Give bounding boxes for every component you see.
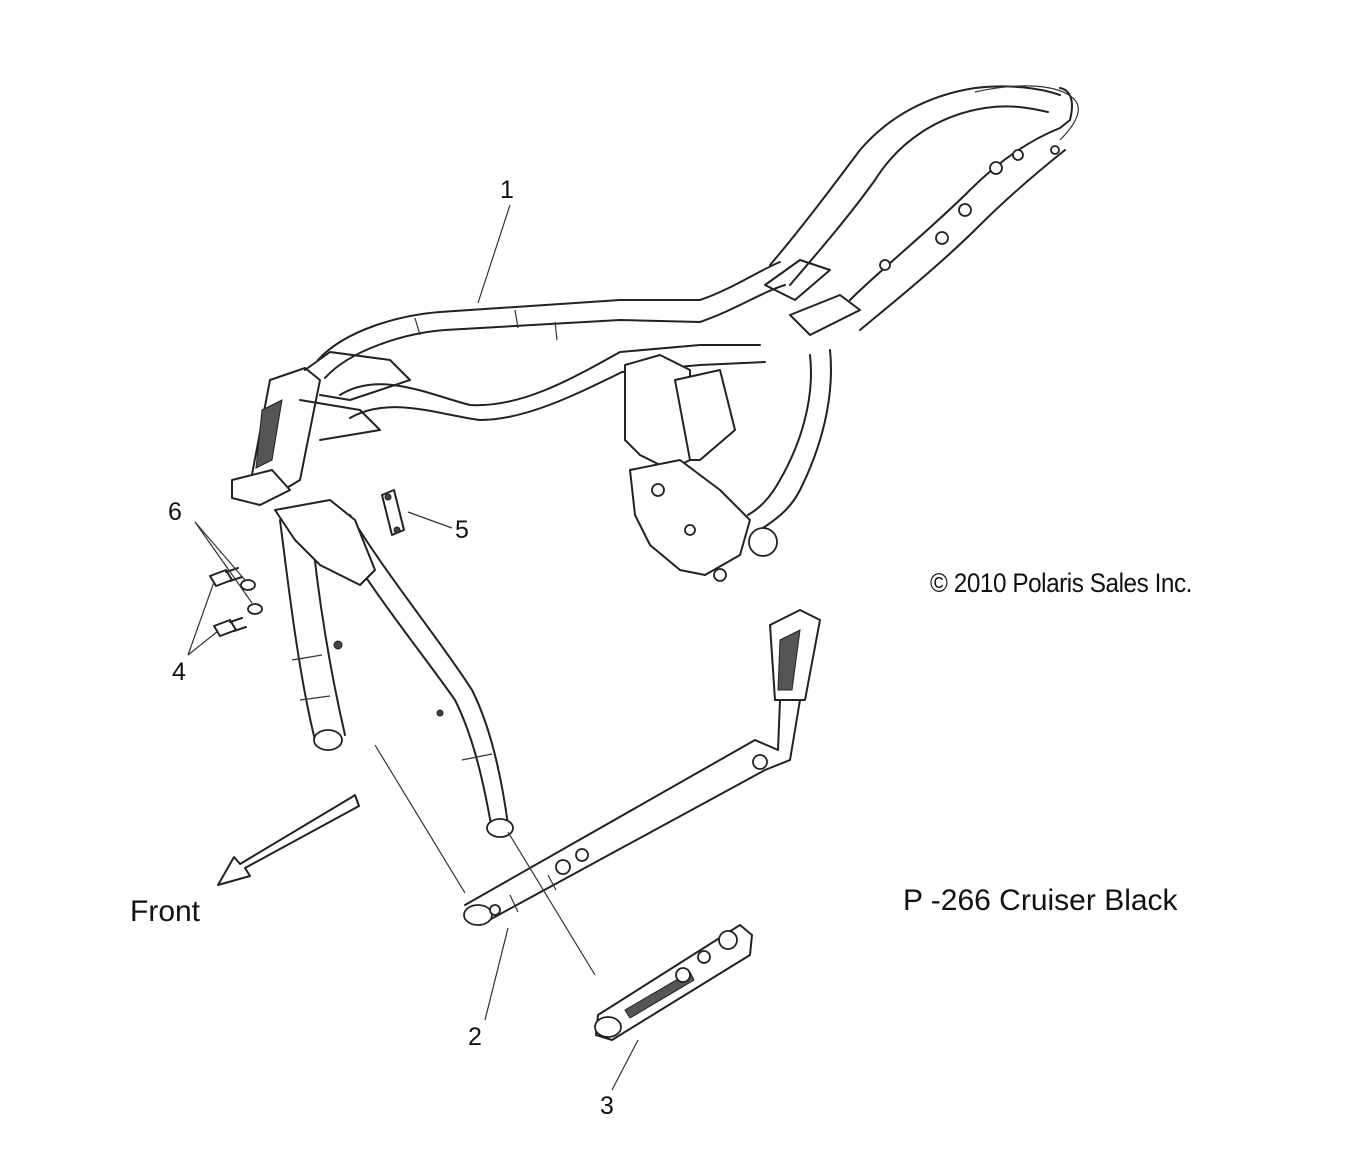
strut-hole-5 [879,259,891,271]
upper-backbone-tube-top [317,261,781,361]
band-mark-3 [554,321,558,341]
head-gusset [304,351,411,401]
callout-3: 3 [600,1092,614,1120]
leader-4b [187,630,219,656]
rear-crossmember-2 [789,294,861,336]
rear-crossmember [764,259,831,301]
band-mark-1 [414,317,421,336]
part-2-lower-rail [463,609,821,926]
leader-1 [477,204,511,304]
part-6-washers [240,579,263,615]
engine-mount-hole-3 [684,524,696,536]
right-tube-end [486,818,514,838]
front-arrow [217,794,360,886]
callout-4: 4 [172,658,186,686]
rear-fender-strut-inner [859,149,1066,331]
tab-right [436,709,444,717]
strut-hole-1 [1012,149,1024,161]
leader-3-dash [507,831,596,976]
callout-6: 6 [168,498,182,526]
strut-hole-2 [989,161,1003,175]
main-frame [231,85,1079,838]
rear-down-tube-inner [747,354,812,516]
leader-6a [194,521,246,581]
engine-mount-hole-large [748,527,778,557]
rear-down-tube-outer [759,349,832,531]
front-down-tube-left-outer [279,519,316,741]
steering-head-base [231,469,291,506]
callout-1: 1 [500,176,514,204]
page-code: P -266 Cruiser Black [903,884,1178,917]
rear-rail-upper-inner [789,105,1049,286]
engine-mount-hole-2 [713,568,727,582]
leader-2 [484,927,509,1021]
engine-mount-hole-1 [651,483,665,497]
callout-5: 5 [455,516,469,544]
lower-backbone-tube-top [339,344,761,407]
band-mark-2 [514,309,519,329]
front-down-tube-right-inner [349,514,509,826]
part-4-bolts [209,567,247,637]
head-gusset-2 [299,399,381,441]
leader-3 [611,1039,639,1091]
band-mark-4 [291,654,323,661]
part-3-side-bracket [594,924,753,1041]
left-tube-end [313,729,343,751]
strut-hole-4 [935,231,949,245]
band-mark-6 [461,753,493,761]
strut-hole-3 [958,203,972,217]
lower-backbone-tube-bottom [349,361,766,421]
leader-6b [194,521,253,604]
copyright-notice: © 2010 Polaris Sales Inc. [930,568,1192,598]
part-5-bracket [381,489,405,536]
strut-hole-6 [1050,145,1060,155]
tab-left [333,640,343,650]
rear-cable [974,85,1079,141]
front-yoke-bracket [274,499,376,586]
rear-rail-upper [769,85,1061,266]
callout-2: 2 [468,1023,482,1051]
leader-lines [187,204,639,1091]
leader-2-dash [374,744,466,894]
front-direction-label: Front [130,895,201,928]
leader-5 [407,511,453,529]
leader-4a [187,581,215,656]
central-plate [674,369,736,461]
lower-engine-mount [629,459,751,576]
rail-front-eye [463,904,493,926]
band-mark-5 [299,695,331,701]
steering-head-slot [255,399,283,469]
